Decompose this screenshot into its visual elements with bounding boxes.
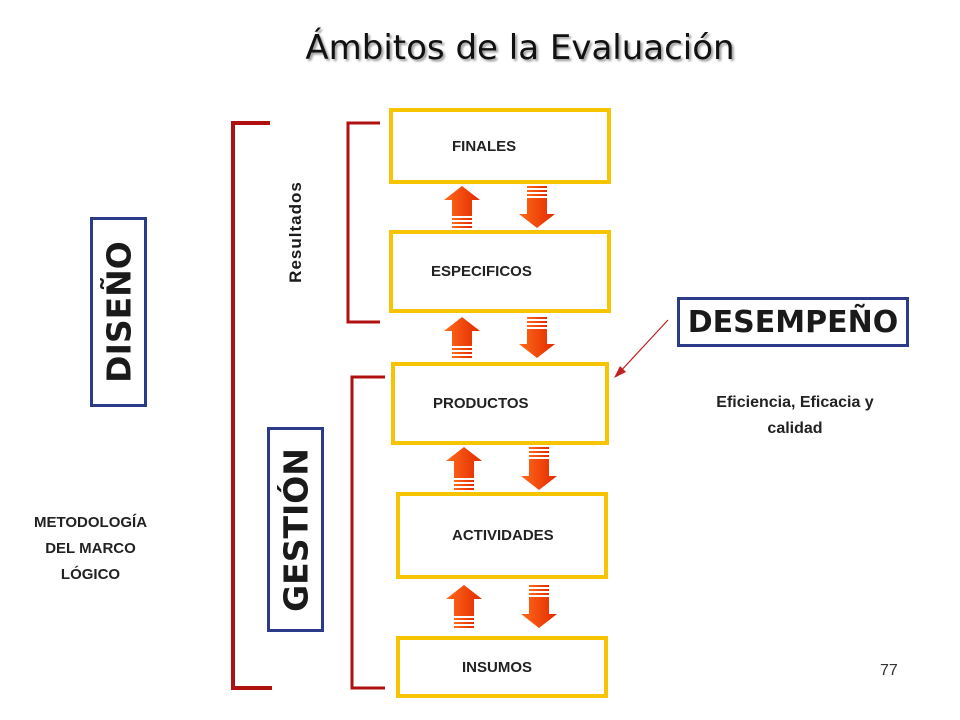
arrow-down-icon: [519, 329, 555, 358]
arrow-up-icon: [444, 186, 480, 216]
page-number: 77: [880, 662, 898, 679]
arrow-stripe: [452, 352, 472, 354]
arrow-down-icon: [521, 459, 557, 490]
arrow-stripe: [452, 218, 472, 220]
box-finales-label: FINALES: [452, 137, 517, 155]
box-actividades-label: ACTIVIDADES: [452, 527, 554, 544]
arrow-stripe: [529, 455, 549, 457]
arrow-up-icon: [444, 317, 480, 346]
arrow-stripe: [454, 480, 474, 482]
metodologia-note: METODOLOGÍA DEL MARCO LÓGICO: [33, 514, 148, 583]
arrow-up-icon: [446, 585, 482, 616]
arrow-stripe: [454, 488, 474, 490]
resultados-bracket: [346, 121, 380, 324]
box-actividades: ACTIVIDADES: [396, 492, 608, 579]
arrow-stripe: [529, 589, 549, 591]
arrow-stripe: [529, 593, 549, 595]
arrow-down-icon: [519, 198, 555, 228]
arrow-stripe: [454, 626, 474, 628]
arrow-stripe: [527, 321, 547, 323]
gestion-label: GESTIÓN: [276, 448, 316, 612]
arrow-stripe: [454, 622, 474, 624]
desempeno-label: DESEMPEÑO: [687, 304, 899, 340]
arrow-stripe: [529, 447, 549, 449]
box-insumos-label: INSUMOS: [462, 658, 533, 676]
arrow-stripe: [527, 190, 547, 192]
arrow-stripe: [452, 356, 472, 358]
box-especificos: ESPECIFICOS: [389, 230, 611, 313]
box-productos-label: PRODUCTOS: [433, 395, 529, 412]
arrow-stripe: [527, 317, 547, 319]
outer-bracket: [231, 121, 272, 690]
box-insumos: INSUMOS: [396, 636, 608, 698]
arrow-stripe: [527, 194, 547, 196]
arrow-stripe: [454, 618, 474, 620]
arrow-stripe: [452, 222, 472, 224]
box-finales: FINALES: [389, 108, 611, 184]
arrow-stripe: [454, 484, 474, 486]
desempeno-pointer-head: [614, 366, 626, 378]
arrow-stripe: [529, 585, 549, 587]
diseno-box: [90, 217, 147, 407]
arrow-stripe: [527, 186, 547, 188]
desempeno-box: DESEMPEÑO: [677, 297, 909, 347]
arrow-stripe: [452, 226, 472, 228]
eficiencia-note: Eficiencia, Eficacia y calidad: [716, 394, 874, 437]
arrow-up-icon: [446, 447, 482, 478]
arrow-stripe: [452, 348, 472, 350]
box-especificos-label: ESPECIFICOS: [431, 263, 532, 280]
gestion-bracket: [350, 375, 385, 690]
arrow-pairs: [444, 186, 557, 628]
desempeno-pointer: [617, 319, 669, 375]
box-productos: PRODUCTOS: [391, 362, 609, 445]
gestion-box: [267, 427, 324, 632]
arrow-down-icon: [521, 597, 557, 628]
arrow-stripe: [529, 451, 549, 453]
diseno-label: DISEÑO: [99, 241, 139, 383]
resultados-label: Resultados: [286, 181, 305, 283]
arrow-stripe: [527, 325, 547, 327]
page-title: Ámbitos de la Evaluación: [305, 28, 735, 68]
